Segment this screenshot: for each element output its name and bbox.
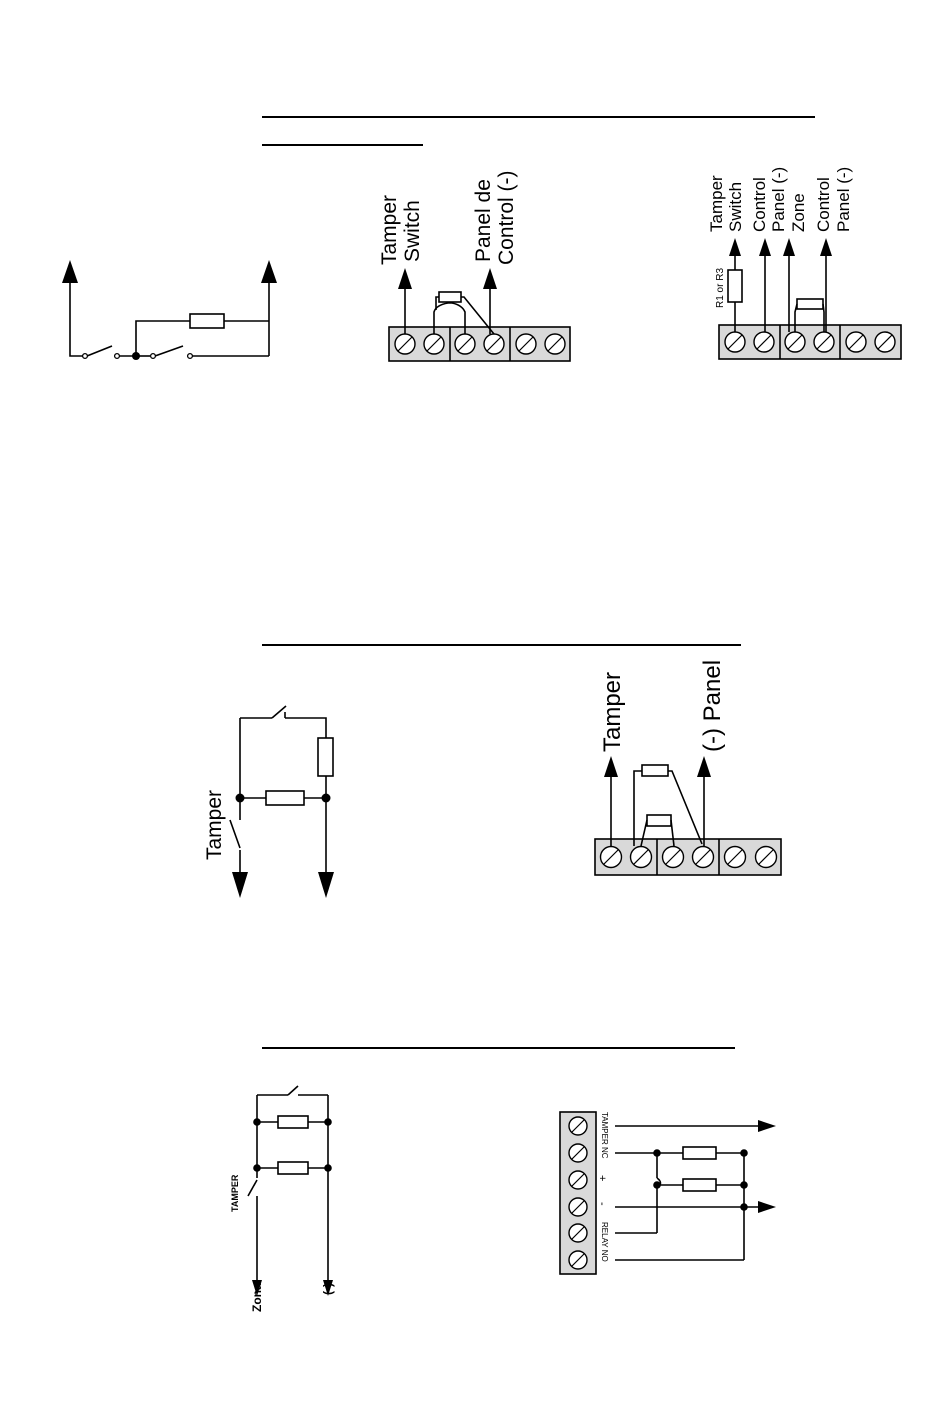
arrow-up-icon <box>729 238 741 256</box>
resistor <box>797 299 823 309</box>
resistor <box>683 1179 716 1191</box>
arrow-up-icon <box>483 268 497 289</box>
arrow-up-icon <box>398 268 412 289</box>
label-zone: Zone <box>789 193 808 232</box>
schematic-1 <box>62 260 277 360</box>
arrow-down-icon <box>318 872 334 898</box>
label-panel-minus: Panel (-) <box>769 167 788 232</box>
label-tamper: Tamper <box>378 195 401 265</box>
label-tamper: TAMPER <box>230 1174 240 1212</box>
label-tamper: Tamper <box>599 672 626 752</box>
resistor <box>318 738 333 776</box>
arrow-up-icon <box>62 260 78 283</box>
label-control: Control <box>750 177 769 232</box>
svg-text:RELAY NO: RELAY NO <box>600 1222 609 1262</box>
label-tamper-nc: TAMPER NC <box>600 1112 609 1159</box>
label-panel-de: Panel de <box>472 179 495 262</box>
label-tamper: Tamper <box>707 175 726 232</box>
arrow-up-icon <box>820 238 832 256</box>
terminal-block-2: R1 or R3 Tamper Switch Control Panel (-)… <box>707 167 901 359</box>
svg-text:Switch: Switch <box>401 200 424 262</box>
svg-text:Tamper: Tamper <box>707 175 726 232</box>
resistor <box>642 765 668 776</box>
svg-text:Tamper: Tamper <box>203 790 226 860</box>
arrow-up-icon <box>697 756 711 777</box>
resistor <box>439 292 461 302</box>
arrow-up-icon <box>261 260 277 283</box>
label-minus-panel: (-) Panel <box>699 660 726 752</box>
svg-text:(-): (-) <box>321 1283 335 1295</box>
svg-text:Control: Control <box>750 177 769 232</box>
terminal-block-4: TAMPER NC + - RELAY NO <box>560 1112 776 1274</box>
svg-text:Panel (-): Panel (-) <box>769 167 788 232</box>
label-relay-no: RELAY NO <box>600 1222 609 1262</box>
terminal-block-1: Tamper Switch Panel de Control (-) <box>378 170 570 361</box>
resistor <box>683 1147 716 1159</box>
svg-text:(-) Panel: (-) Panel <box>699 660 726 752</box>
svg-text:Tamper: Tamper <box>599 672 626 752</box>
label-panel-minus: Panel (-) <box>834 167 853 232</box>
svg-text:Zona: Zona <box>250 1283 264 1312</box>
label-minus: - <box>596 1202 608 1206</box>
arrow-right-icon <box>758 1120 776 1132</box>
svg-text:R1 or R3: R1 or R3 <box>715 268 726 308</box>
svg-text:Panel (-): Panel (-) <box>834 167 853 232</box>
svg-text:Control: Control <box>814 177 833 232</box>
label-control-minus: Control (-) <box>495 170 518 265</box>
svg-text:Switch: Switch <box>726 182 745 232</box>
resistor <box>278 1162 308 1174</box>
arrow-right-icon <box>758 1201 776 1213</box>
arrow-up-icon <box>783 238 795 256</box>
resistor <box>278 1116 308 1128</box>
resistor <box>647 815 671 826</box>
resistor <box>190 314 224 328</box>
svg-text:Zone: Zone <box>789 193 808 232</box>
svg-text:-: - <box>596 1202 608 1206</box>
schematic-2: Tamper <box>203 706 334 898</box>
terminal-block-3: Tamper (-) Panel <box>595 660 781 875</box>
svg-text:TAMPER: TAMPER <box>230 1174 240 1212</box>
svg-text:TAMPER NC: TAMPER NC <box>600 1112 609 1159</box>
svg-text:+: + <box>596 1175 608 1181</box>
resistor <box>728 270 742 302</box>
label-zona: Zona <box>250 1283 264 1312</box>
svg-text:Control (-): Control (-) <box>495 170 518 265</box>
arrow-up-icon <box>604 756 618 777</box>
label-minus: (-) <box>321 1283 335 1295</box>
resistor <box>266 791 304 805</box>
label-switch: Switch <box>726 182 745 232</box>
label-control: Control <box>814 177 833 232</box>
arrow-down-icon <box>232 872 248 898</box>
schematic-3: TAMPER Zona (-) <box>230 1086 335 1312</box>
label-plus: + <box>596 1175 608 1181</box>
svg-text:Tamper: Tamper <box>378 195 401 265</box>
label-switch: Switch <box>401 200 424 262</box>
arrow-up-icon <box>759 238 771 256</box>
label-tamper: Tamper <box>203 790 226 860</box>
label-r1-or-r3: R1 or R3 <box>715 268 726 308</box>
svg-text:Panel de: Panel de <box>472 179 495 262</box>
